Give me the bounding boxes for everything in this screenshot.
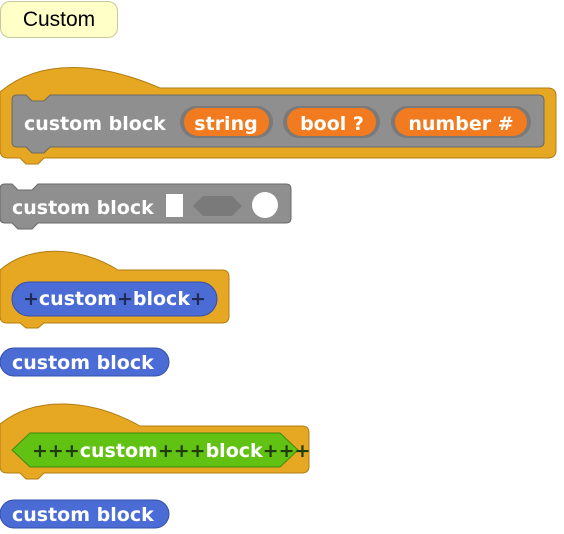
- predicate-block-5[interactable]: +++custom+++block+++: [11, 432, 310, 468]
- string-slot[interactable]: string: [180, 106, 273, 138]
- block-6-label: custom block: [12, 504, 154, 526]
- reporter-block-4[interactable]: custom block: [0, 347, 170, 377]
- text-input-slot[interactable]: [166, 194, 183, 217]
- reporter-block-3[interactable]: +custom+block+: [11, 281, 218, 317]
- command-block-2[interactable]: custom block: [0, 183, 292, 230]
- custom-tooltip: Custom: [0, 1, 118, 38]
- number-input-slot[interactable]: [252, 192, 278, 218]
- block-1-label: custom block: [24, 113, 166, 135]
- block-2-label: custom block: [12, 197, 154, 219]
- block-3-label: +custom+block+: [23, 288, 206, 310]
- string-slot-label: string: [194, 113, 257, 135]
- reporter-block-6[interactable]: custom block: [0, 499, 170, 529]
- bool-slot[interactable]: bool ?: [283, 106, 380, 138]
- block-5-label: +++custom+++block+++: [32, 440, 310, 462]
- number-slot-label: number #: [408, 113, 513, 135]
- block-4-label: custom block: [12, 352, 154, 374]
- number-slot[interactable]: number #: [391, 106, 531, 138]
- boolean-input-slot[interactable]: [193, 196, 242, 216]
- bool-slot-label: bool ?: [300, 113, 364, 135]
